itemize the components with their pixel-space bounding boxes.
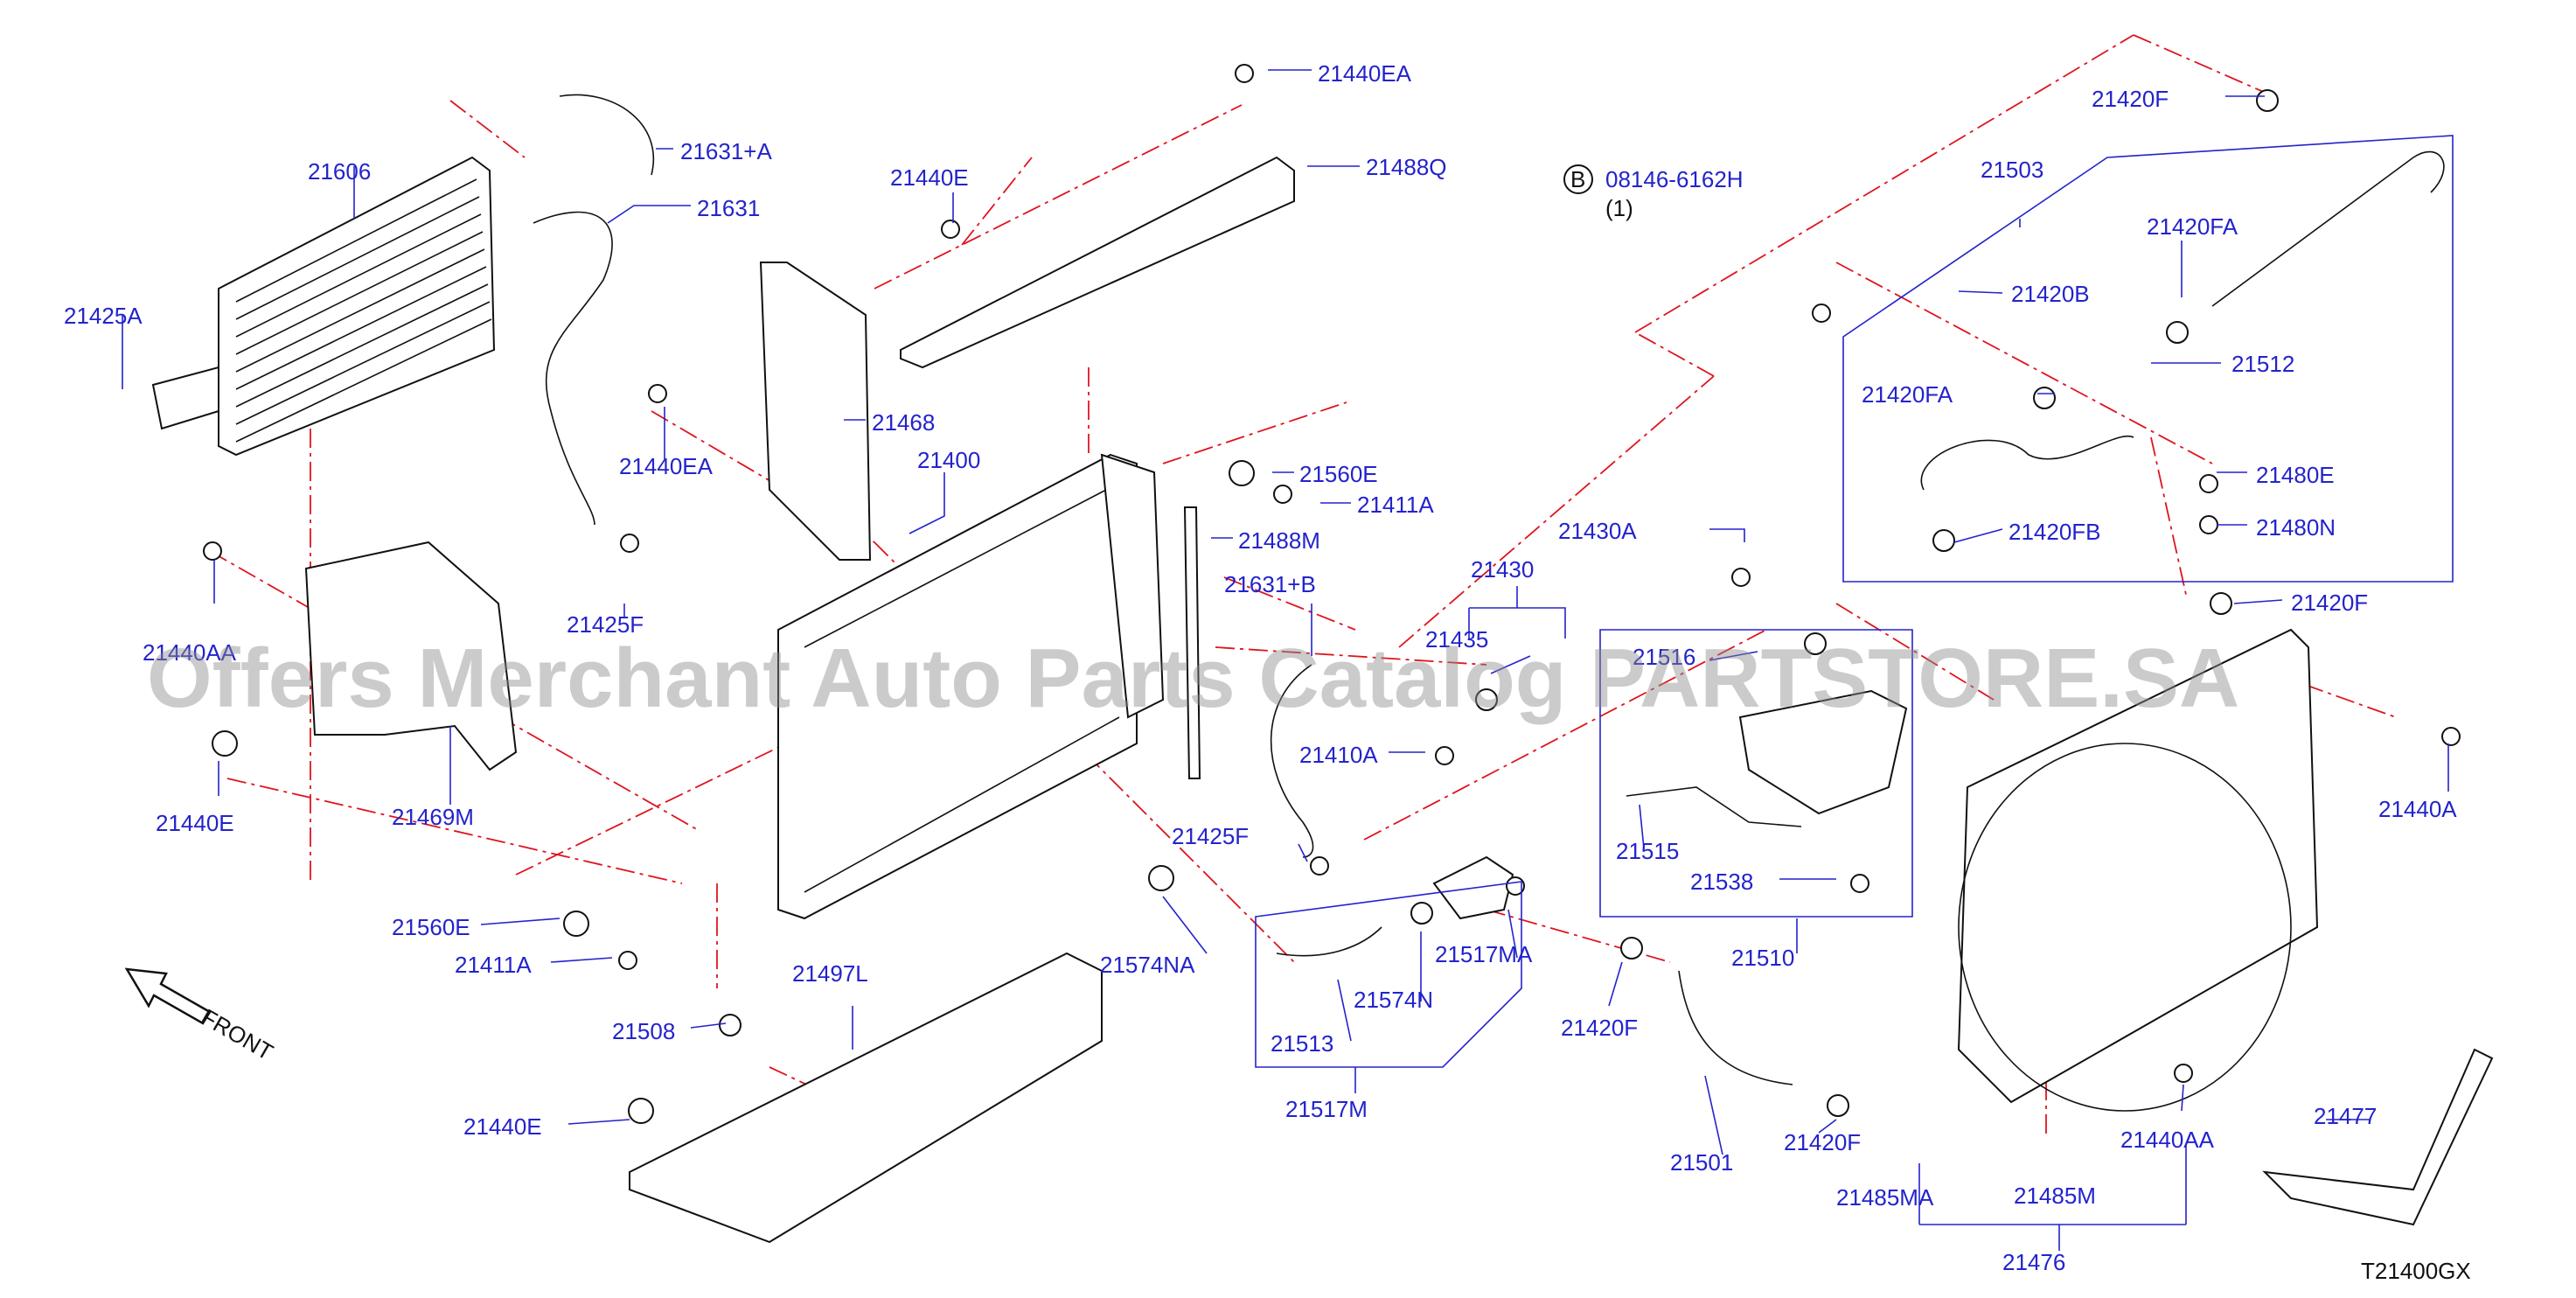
bolt-ref-circle xyxy=(1563,164,1593,194)
label-21420FA-left[interactable]: 21420FA xyxy=(1862,381,1953,408)
label-21420F-right[interactable]: 21420F xyxy=(2291,590,2368,616)
hose-21501 xyxy=(1678,970,1793,1085)
lower-hose-21503 xyxy=(1920,435,2134,491)
label-21480N[interactable]: 21480N xyxy=(2256,514,2336,541)
label-21411A-right[interactable]: 21411A xyxy=(1357,492,1434,518)
label-21420F-top[interactable]: 21420F xyxy=(2092,86,2169,112)
label-21497L[interactable]: 21497L xyxy=(792,960,868,987)
label-21503[interactable]: 21503 xyxy=(1981,157,2043,183)
label-21485MA[interactable]: 21485MA xyxy=(1836,1184,1934,1211)
label-21400[interactable]: 21400 xyxy=(917,447,980,473)
label-21435[interactable]: 21435 xyxy=(1425,626,1488,652)
side-seal xyxy=(1183,506,1201,779)
label-21516[interactable]: 21516 xyxy=(1633,644,1695,670)
front-arrow-icon xyxy=(124,967,212,1025)
label-21574NA[interactable]: 21574NA xyxy=(1100,952,1195,978)
label-21440E-left[interactable]: 21440E xyxy=(156,810,234,836)
diagram-code: T21400GX xyxy=(2361,1258,2471,1284)
label-21477[interactable]: 21477 xyxy=(2314,1103,2377,1129)
label-21440AA-left[interactable]: 21440AA xyxy=(143,639,237,666)
cooler-hose xyxy=(533,211,613,526)
front-indicator: FRONT xyxy=(124,967,278,1065)
label-21606[interactable]: 21606 xyxy=(308,158,371,185)
bolt-ref-symbol: B xyxy=(1570,166,1585,192)
bolt-reference[interactable]: B 08146-6162H (1) xyxy=(1563,164,1744,221)
label-21476[interactable]: 21476 xyxy=(2002,1249,2065,1275)
reservoir-hose xyxy=(1626,786,1802,827)
label-21488M[interactable]: 21488M xyxy=(1238,527,1320,554)
reservoir-tank xyxy=(1738,689,1908,815)
label-21517M[interactable]: 21517M xyxy=(1285,1096,1368,1122)
label-21425F-mid[interactable]: 21425F xyxy=(1172,823,1249,849)
deflector xyxy=(2262,1048,2494,1226)
label-21631A[interactable]: 21631+A xyxy=(680,138,772,164)
box-21476 xyxy=(1918,1146,2187,1251)
label-21574N[interactable]: 21574N xyxy=(1354,987,1433,1013)
label-21560E-right[interactable]: 21560E xyxy=(1299,461,1378,487)
radiator-bracket xyxy=(759,262,872,561)
label-21420FB[interactable]: 21420FB xyxy=(2009,519,2101,545)
label-21420F-mid[interactable]: 21420F xyxy=(1561,1015,1638,1041)
label-21430[interactable]: 21430 xyxy=(1471,556,1534,583)
label-21425F-left[interactable]: 21425F xyxy=(567,611,644,638)
label-21560E-left[interactable]: 21560E xyxy=(392,914,470,940)
box-21517M xyxy=(1255,881,1522,1068)
label-21512[interactable]: 21512 xyxy=(2231,351,2294,377)
left-air-guide xyxy=(304,541,518,771)
hose-21631b xyxy=(1270,664,1314,858)
label-21631B[interactable]: 21631+B xyxy=(1224,571,1316,597)
label-21488Q[interactable]: 21488Q xyxy=(1366,154,1447,180)
fan-shroud xyxy=(1957,628,2319,1112)
label-21480E[interactable]: 21480E xyxy=(2256,462,2335,488)
oil-cooler xyxy=(151,156,496,457)
group-boxes xyxy=(1255,135,2454,1251)
bolt-ref-qty: (1) xyxy=(1605,195,1633,221)
fasteners xyxy=(203,64,2461,1124)
hose-21513 xyxy=(1276,926,1382,957)
label-21440A[interactable]: 21440A xyxy=(2378,796,2457,822)
label-21515[interactable]: 21515 xyxy=(1616,838,1679,864)
box-21503 xyxy=(1842,135,2454,583)
label-21513[interactable]: 21513 xyxy=(1271,1030,1333,1057)
label-21410A[interactable]: 21410A xyxy=(1299,742,1378,768)
label-21508[interactable]: 21508 xyxy=(612,1018,675,1044)
label-21440AA-right[interactable]: 21440AA xyxy=(2120,1127,2215,1153)
label-21425A[interactable]: 21425A xyxy=(64,303,143,329)
label-21440E-bottom[interactable]: 21440E xyxy=(463,1113,542,1140)
label-21501[interactable]: 21501 xyxy=(1670,1149,1733,1176)
label-21469M[interactable]: 21469M xyxy=(392,804,474,830)
label-21430A[interactable]: 21430A xyxy=(1558,518,1637,544)
label-21420F-bottom[interactable]: 21420F xyxy=(1784,1129,1861,1155)
front-label: FRONT xyxy=(197,1003,278,1065)
box-21430 xyxy=(1468,586,1566,639)
cooler-hose-a xyxy=(559,94,654,176)
upper-hose xyxy=(2211,150,2445,307)
label-21440EA-mid[interactable]: 21440EA xyxy=(619,453,714,479)
lower-air-guide xyxy=(629,952,1103,1244)
label-21411A-left[interactable]: 21411A xyxy=(455,952,532,978)
watermark: Offers Merchant Auto Parts Catalog PARTS… xyxy=(147,632,2239,725)
part-labels: 21606 21631+A 21631 21425A 21440EA 21488… xyxy=(64,60,2457,1275)
label-21420FA-top[interactable]: 21420FA xyxy=(2147,213,2238,240)
box-21510 xyxy=(1599,629,1913,918)
label-21517MA[interactable]: 21517MA xyxy=(1435,941,1533,967)
label-21538[interactable]: 21538 xyxy=(1690,869,1753,895)
label-21440EA-top[interactable]: 21440EA xyxy=(1318,60,1412,87)
part-drawings xyxy=(151,64,2494,1244)
upper-baffle xyxy=(900,156,1295,369)
label-21468[interactable]: 21468 xyxy=(872,409,935,436)
label-21510[interactable]: 21510 xyxy=(1731,945,1794,971)
label-21440E-top[interactable]: 21440E xyxy=(890,164,969,191)
label-21420B[interactable]: 21420B xyxy=(2011,281,2090,307)
leader-lines xyxy=(122,69,2449,1155)
bolt-ref-number: 08146-6162H xyxy=(1605,166,1744,192)
label-21485M[interactable]: 21485M xyxy=(2014,1183,2096,1209)
label-21631[interactable]: 21631 xyxy=(697,195,760,221)
radiator-core xyxy=(777,453,1165,920)
